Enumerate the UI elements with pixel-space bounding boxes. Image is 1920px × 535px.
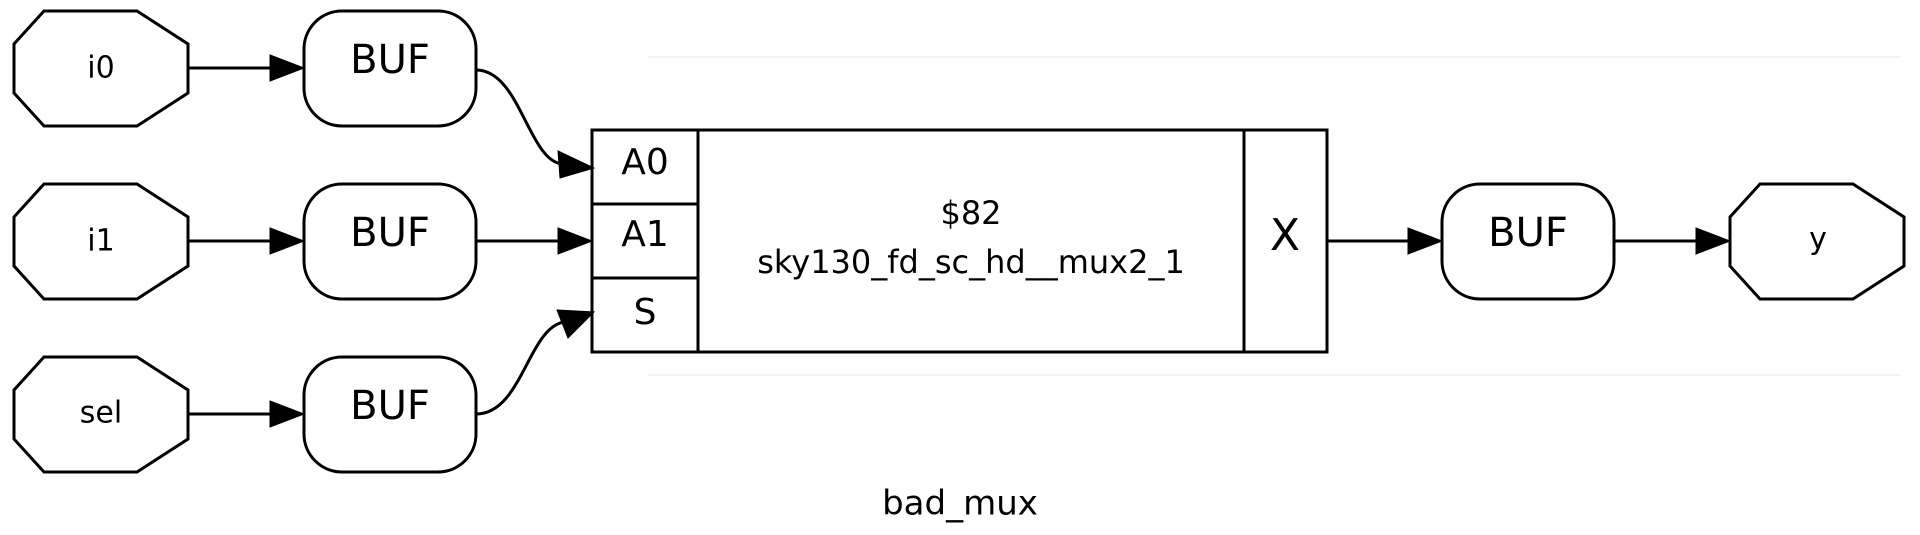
arrowhead bbox=[269, 54, 306, 82]
buffer-label: BUF bbox=[350, 383, 430, 429]
arrowhead bbox=[557, 227, 594, 255]
wire-sel-to-buffer bbox=[188, 400, 306, 428]
wire-i1-to-buffer bbox=[188, 227, 306, 255]
buffer-sel: BUF bbox=[302, 355, 478, 474]
wire-buffer-to-a0 bbox=[475, 68, 596, 179]
wire-buffer-to-y bbox=[1614, 227, 1732, 255]
mux-cell: A0 A1 S $82 sky130_fd_sc_hd__mux2_1 X bbox=[590, 128, 1329, 354]
arrowhead bbox=[1407, 227, 1444, 255]
wire-buffer-to-a1 bbox=[476, 227, 594, 255]
cell-id-label: $82 bbox=[940, 194, 1001, 232]
input-port-sel: sel bbox=[12, 355, 190, 474]
input-port-label: i1 bbox=[87, 224, 114, 259]
output-port-y: y bbox=[1728, 182, 1906, 301]
arrowhead bbox=[269, 227, 306, 255]
arrowhead bbox=[556, 309, 596, 339]
wire-x-to-buffer bbox=[1327, 227, 1444, 255]
pin-a0-label: A0 bbox=[621, 142, 669, 183]
input-port-label: i0 bbox=[87, 51, 114, 86]
wire-buffer-to-s bbox=[475, 309, 596, 416]
buffer-label: BUF bbox=[350, 37, 430, 83]
wire-i0-to-buffer bbox=[188, 54, 306, 82]
arrowhead bbox=[269, 400, 306, 428]
buffer-label: BUF bbox=[350, 210, 430, 256]
buffer-i0: BUF bbox=[302, 9, 478, 128]
output-port-label: y bbox=[1809, 222, 1827, 257]
arrowhead bbox=[557, 150, 596, 179]
diagram-caption: bad_mux bbox=[882, 484, 1038, 524]
input-port-i1: i1 bbox=[12, 182, 190, 301]
buffer-i1: BUF bbox=[302, 182, 478, 301]
input-port-label: sel bbox=[80, 396, 122, 431]
pin-x-label: X bbox=[1270, 210, 1300, 261]
pin-s-label: S bbox=[634, 292, 657, 333]
arrowhead bbox=[1695, 227, 1732, 255]
buffer-y: BUF bbox=[1440, 182, 1616, 301]
pin-a1-label: A1 bbox=[621, 214, 669, 255]
buffer-label: BUF bbox=[1488, 210, 1568, 256]
cell-type-label: sky130_fd_sc_hd__mux2_1 bbox=[757, 243, 1185, 281]
input-port-i0: i0 bbox=[12, 9, 190, 128]
